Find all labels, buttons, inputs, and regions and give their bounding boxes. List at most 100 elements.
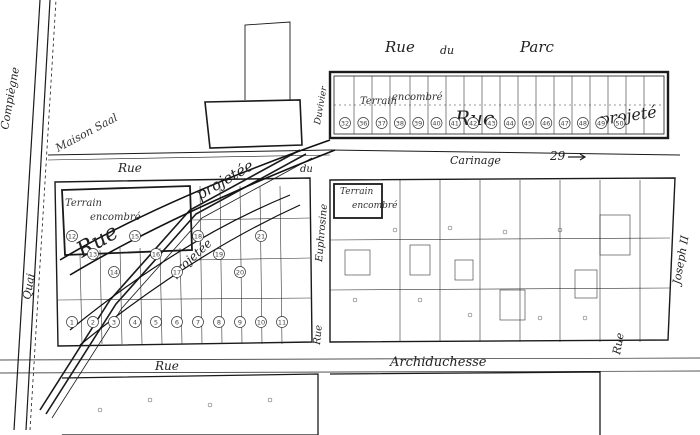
left-lot-number: 9 — [238, 319, 242, 327]
left-lot-number: 18 — [194, 233, 202, 241]
top-lot-number: 42 — [469, 120, 477, 128]
left-lot-number: 12 — [68, 233, 76, 241]
top-lot-circle — [540, 117, 553, 129]
top-lot-number: 48 — [579, 120, 587, 128]
label-encombre-left: encombré — [90, 212, 141, 223]
left-lot-circle — [255, 230, 267, 242]
street-label-rue-du-parc-1: Rue — [384, 38, 415, 56]
left-lot-circle — [171, 316, 183, 328]
top-lot-circle — [558, 117, 571, 129]
top-lot-number: 50 — [615, 120, 623, 128]
left-lot-number: 15 — [131, 233, 139, 241]
left-lot-circle — [276, 316, 288, 328]
top-lot-circle — [357, 117, 370, 129]
left-lot-number: 13 — [89, 251, 97, 259]
label-terrain-mid: Terrain — [340, 187, 373, 197]
left-lot-number: 20 — [236, 269, 244, 277]
left-lot-number: 14 — [110, 269, 118, 277]
street-label-du: du — [300, 164, 313, 175]
top-lot-number: 47 — [560, 120, 568, 128]
left-lot-number: 16 — [152, 251, 160, 259]
left-lot-number: 6 — [175, 319, 179, 327]
street-label-rue-du-parc-3: Parc — [519, 38, 555, 56]
left-lot-number: 17 — [173, 269, 181, 277]
left-lot-number: 4 — [133, 319, 137, 327]
top-lot-number: 38 — [396, 120, 404, 128]
left-lot-number: 21 — [257, 233, 265, 241]
top-lot-circle — [394, 117, 406, 129]
label-terrain-left: Terrain — [65, 198, 102, 209]
left-lot-circle — [192, 316, 204, 328]
label-number-29: 29 — [549, 149, 566, 163]
top-lot-number: 43 — [487, 120, 495, 128]
top-lot-number: 37 — [377, 120, 385, 128]
top-lot-circle — [448, 117, 461, 129]
left-lot-number: 11 — [278, 319, 286, 327]
label-encombre-mid: encombré — [352, 200, 398, 211]
left-lot-circle — [129, 316, 141, 328]
label-encombre-top: encombré — [392, 92, 443, 103]
top-lot-circle — [595, 117, 608, 129]
top-lot-circle — [577, 117, 589, 129]
left-lot-number: 10 — [257, 319, 265, 327]
left-lot-circle — [213, 316, 225, 328]
top-lot-number: 45 — [524, 120, 532, 128]
left-lot-circle — [129, 230, 141, 242]
left-lot-number: 2 — [91, 319, 95, 327]
left-lot-circle — [255, 316, 267, 328]
left-lot-number: 1 — [70, 319, 74, 327]
left-lot-circle — [87, 316, 99, 328]
left-lot-number: 7 — [196, 319, 200, 327]
left-lot-circle — [192, 230, 204, 242]
top-lot-number: 40 — [432, 120, 440, 128]
top-lot-number: 44 — [506, 120, 514, 128]
central-lots-grid — [329, 180, 671, 342]
top-lot-circle — [467, 117, 479, 129]
street-label-rue-right: Rue — [610, 331, 627, 356]
top-lot-circle — [412, 117, 425, 129]
street-label-rue-euphrosine: Rue — [312, 324, 325, 346]
left-lot-number: 8 — [217, 319, 221, 327]
top-lot-circle — [613, 117, 626, 129]
left-lot-number: 5 — [154, 319, 158, 327]
street-label-rue-du-parc-2: du — [440, 44, 454, 57]
left-lot-circle — [66, 230, 78, 242]
left-lot-circle — [213, 248, 225, 260]
top-lot-number: 46 — [542, 120, 550, 128]
street-label-quai: Quai — [20, 272, 37, 300]
top-lot-circle — [485, 117, 498, 129]
projected-street — [59, 139, 336, 346]
top-lot-number: 36 — [359, 120, 367, 128]
parcel-marks — [97, 225, 588, 413]
left-lot-circle — [66, 316, 78, 328]
top-lot-number: 39 — [414, 120, 422, 128]
top-lots-grid — [334, 76, 664, 134]
left-lot-circle — [234, 316, 246, 328]
top-lot-circle — [503, 117, 516, 129]
left-lot-number: 19 — [215, 251, 223, 259]
left-lot-number: 3 — [112, 319, 116, 327]
street-label-archiduchesse: Archiduchesse — [389, 355, 487, 370]
top-lot-number: 41 — [451, 120, 459, 128]
street-label-rue-lower: Rue — [154, 359, 179, 373]
street-label-carinage: Carinage — [450, 154, 501, 167]
left-lot-circle — [108, 316, 120, 328]
left-lot-circle — [87, 248, 99, 260]
top-lot-circle — [522, 117, 534, 129]
street-label-euphrosine: Euphrosine — [314, 203, 330, 263]
left-lot-circle — [171, 266, 183, 278]
left-lot-circle — [234, 266, 246, 278]
label-terrain-top: Terrain — [360, 96, 397, 107]
top-lot-circle — [375, 117, 388, 129]
top-lot-circle — [339, 117, 351, 129]
top-lot-circle — [430, 117, 443, 129]
left-lot-circle — [150, 248, 162, 260]
left-lot-circle — [108, 266, 120, 278]
street-label-rue-left: Rue — [117, 161, 142, 175]
left-lot-circle — [150, 316, 162, 328]
arrow-icon — [568, 153, 587, 161]
